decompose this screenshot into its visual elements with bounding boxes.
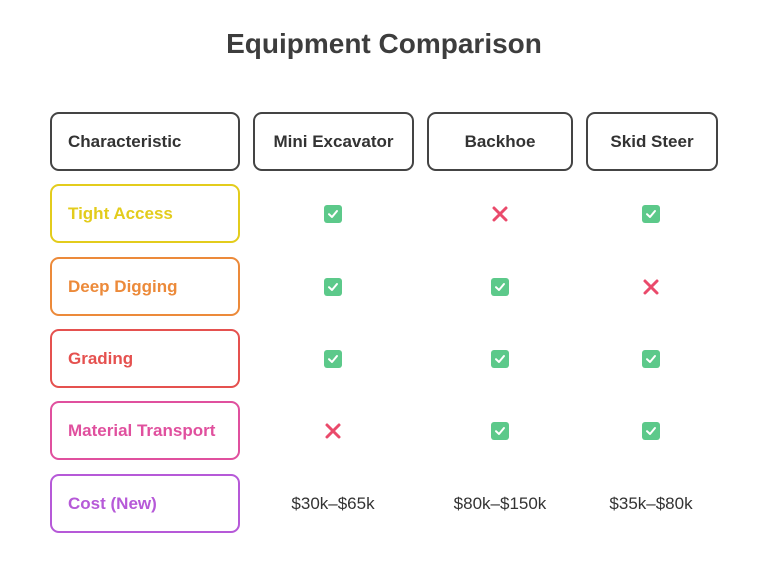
header-mini-excavator: Mini Excavator (253, 112, 414, 171)
cell-grading-1 (440, 345, 560, 373)
check-icon (642, 204, 660, 223)
check-icon (491, 277, 509, 296)
check-icon (642, 349, 660, 368)
cell-material-transport-1 (440, 417, 560, 445)
page-title: Equipment Comparison (226, 28, 542, 59)
cost-value: $35k–$80k (609, 493, 693, 513)
cell-tight-access-0 (273, 200, 393, 228)
cross-icon (323, 421, 343, 441)
row-label-deep-digging: Deep Digging (50, 257, 240, 316)
cell-material-transport-2 (591, 417, 711, 445)
check-icon (491, 421, 509, 440)
cell-cost-new-0: $30k–$65k (258, 490, 408, 518)
cell-cost-new-1: $80k–$150k (425, 490, 575, 518)
row-label-text: Deep Digging (68, 276, 178, 296)
row-label-text: Cost (New) (68, 493, 157, 513)
check-icon (324, 277, 342, 296)
cross-icon (641, 277, 661, 297)
row-label-tight-access: Tight Access (50, 184, 240, 243)
cell-deep-digging-2 (591, 273, 711, 301)
check-icon (642, 421, 660, 440)
cell-deep-digging-1 (440, 273, 560, 301)
cost-value: $80k–$150k (453, 493, 547, 513)
cost-value: $30k–$65k (291, 493, 375, 513)
row-label-material-transport: Material Transport (50, 401, 240, 460)
cell-tight-access-1 (440, 200, 560, 228)
check-icon (324, 204, 342, 223)
header-backhoe: Backhoe (427, 112, 573, 171)
row-label-grading: Grading (50, 329, 240, 388)
header-label: Backhoe (464, 131, 536, 151)
row-label-text: Tight Access (68, 203, 173, 223)
row-label-text: Grading (68, 348, 134, 368)
cell-material-transport-0 (273, 417, 393, 445)
cell-cost-new-2: $35k–$80k (576, 490, 726, 518)
cross-icon (490, 204, 510, 224)
header-label: Skid Steer (610, 131, 694, 151)
check-icon (491, 349, 509, 368)
cell-grading-0 (273, 345, 393, 373)
cell-tight-access-2 (591, 200, 711, 228)
cell-deep-digging-0 (273, 273, 393, 301)
row-label-text: Material Transport (68, 420, 216, 440)
header-skid-steer: Skid Steer (586, 112, 718, 171)
check-icon (324, 349, 342, 368)
cell-grading-2 (591, 345, 711, 373)
row-label-cost-new: Cost (New) (50, 474, 240, 533)
header-characteristic: Characteristic (50, 112, 240, 171)
header-label: Mini Excavator (273, 131, 394, 151)
header-label: Characteristic (68, 131, 182, 151)
